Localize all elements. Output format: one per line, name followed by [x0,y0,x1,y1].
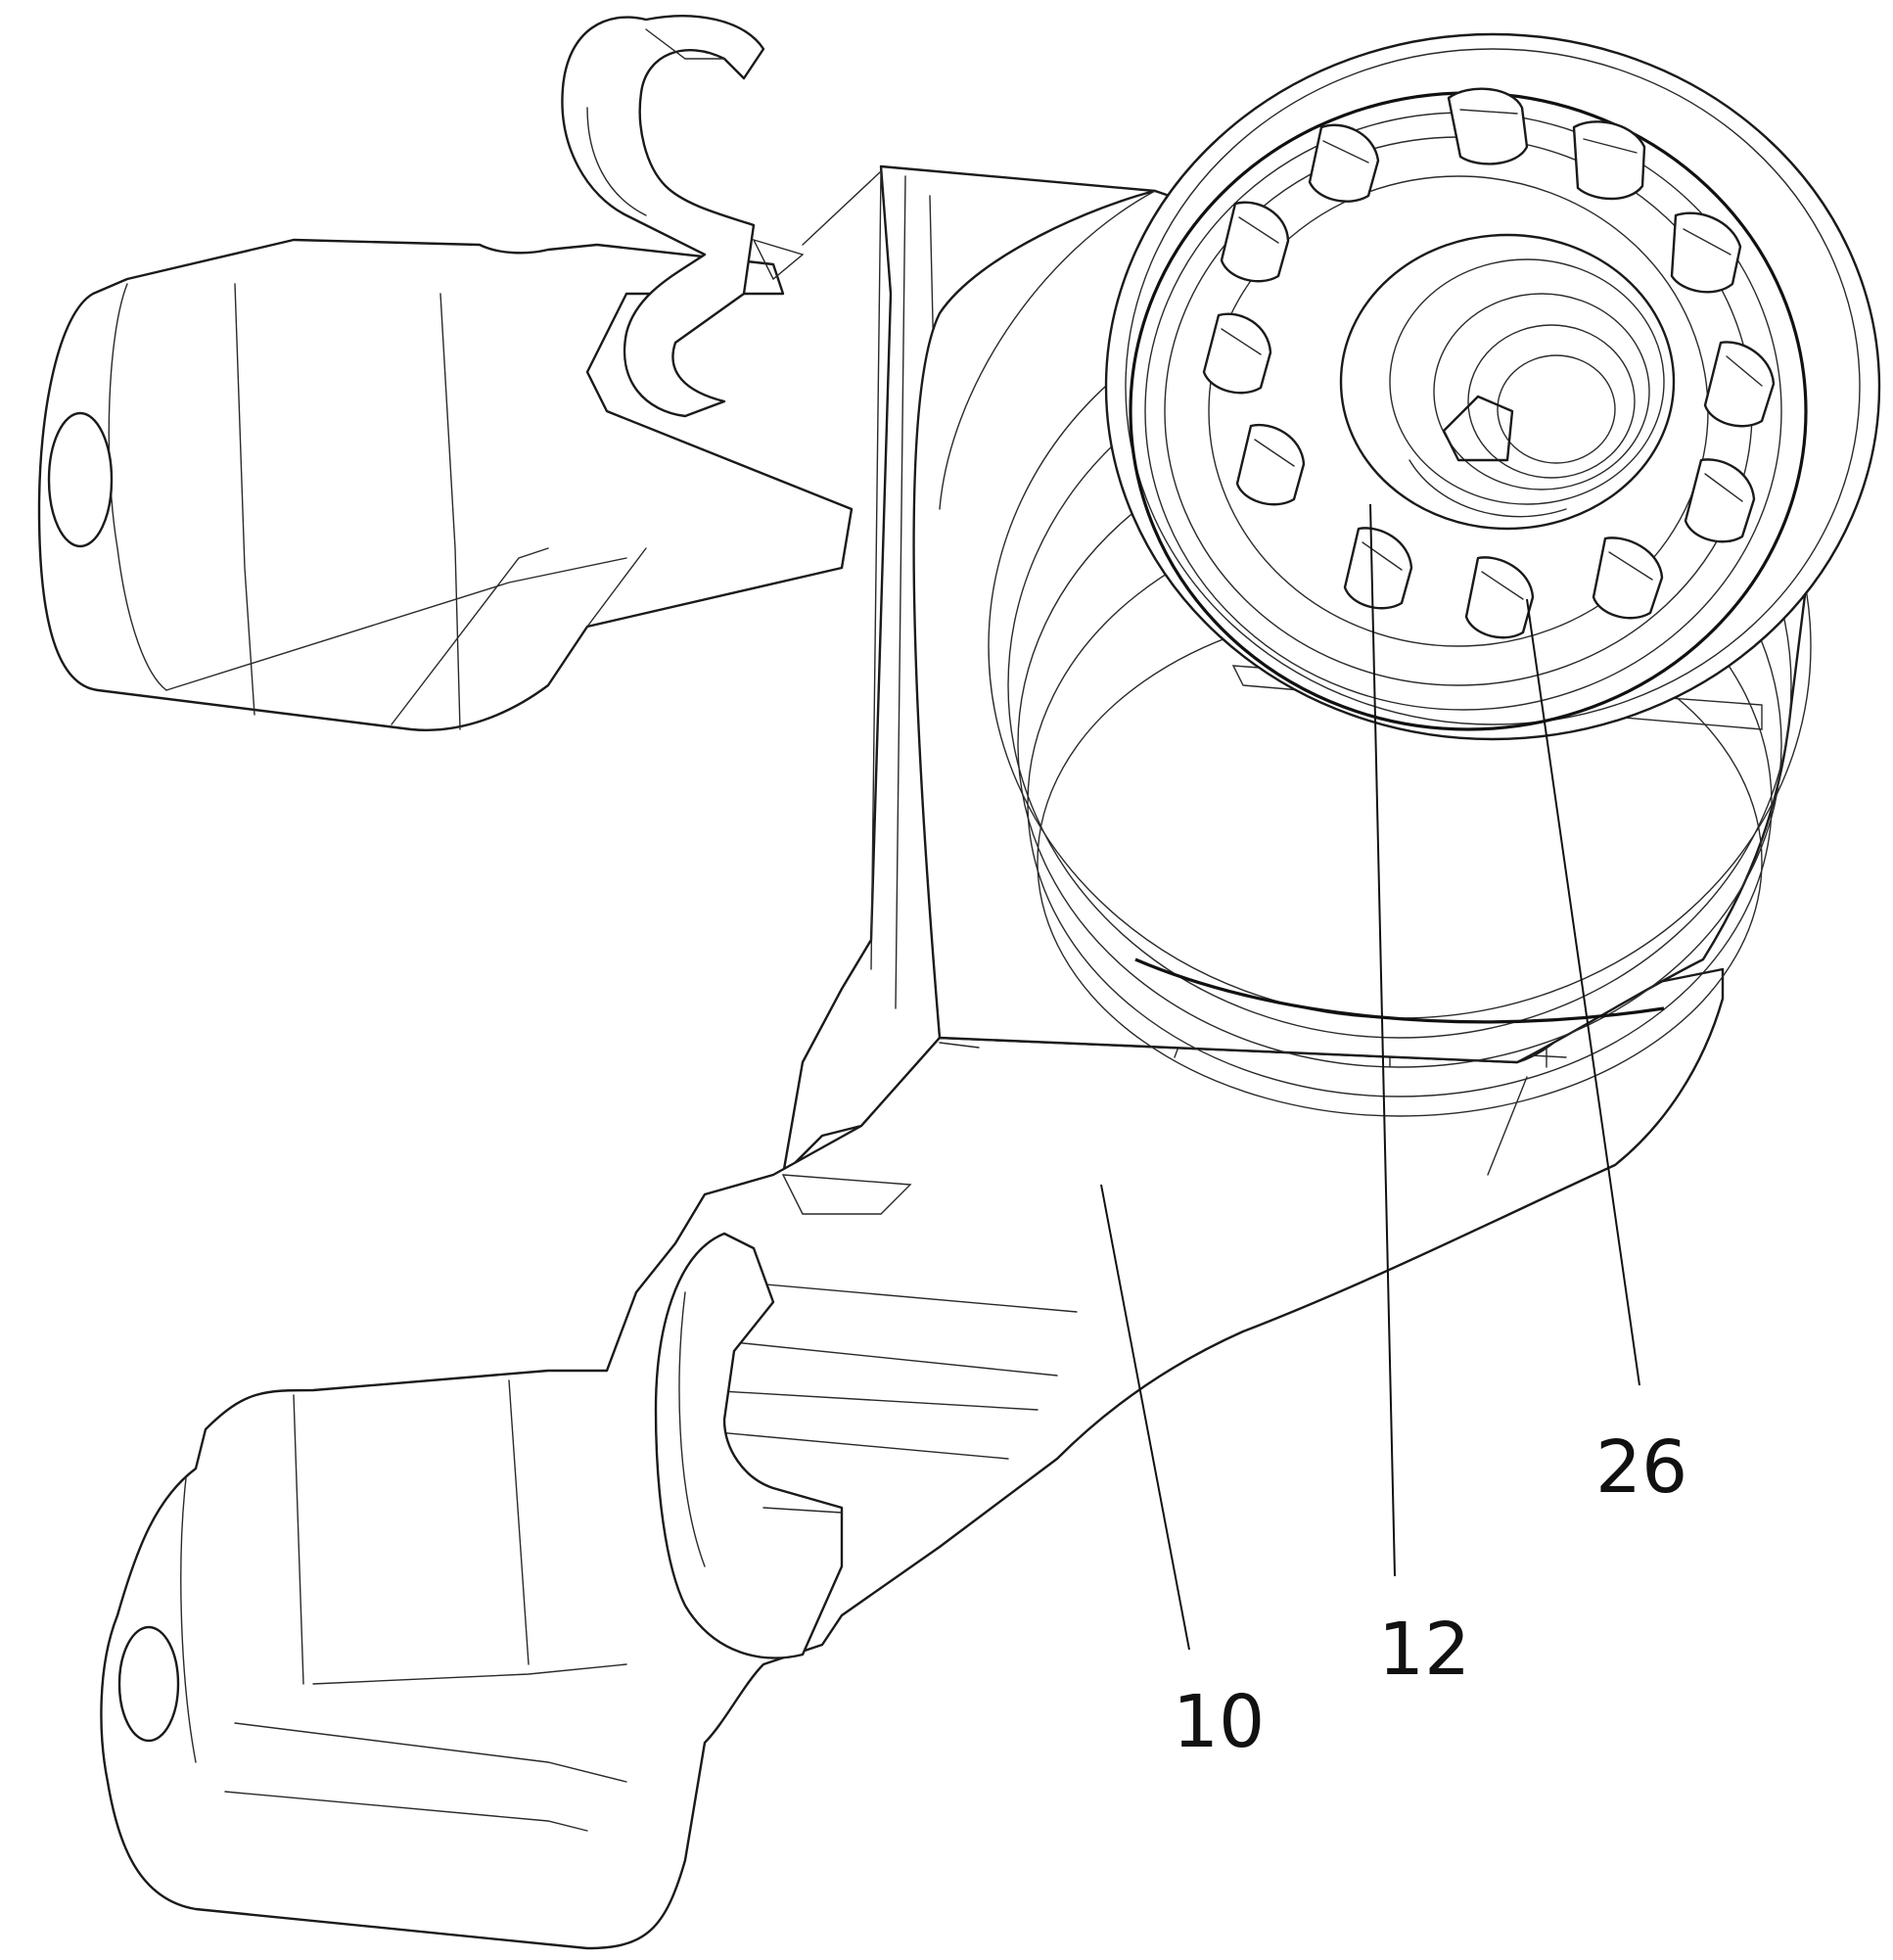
upper-mount-hole [49,413,112,546]
reference-numeral-10: 10 [1173,1686,1265,1758]
reference-numeral-26: 26 [1595,1431,1687,1504]
pocket-2 [1574,121,1644,199]
pocket-1 [1449,89,1527,164]
lower-body [101,969,1723,1948]
central-bore [1341,235,1674,529]
upper-arm [39,240,852,730]
reference-numeral-12: 12 [1378,1613,1470,1686]
lower-mount-hole [119,1627,178,1741]
